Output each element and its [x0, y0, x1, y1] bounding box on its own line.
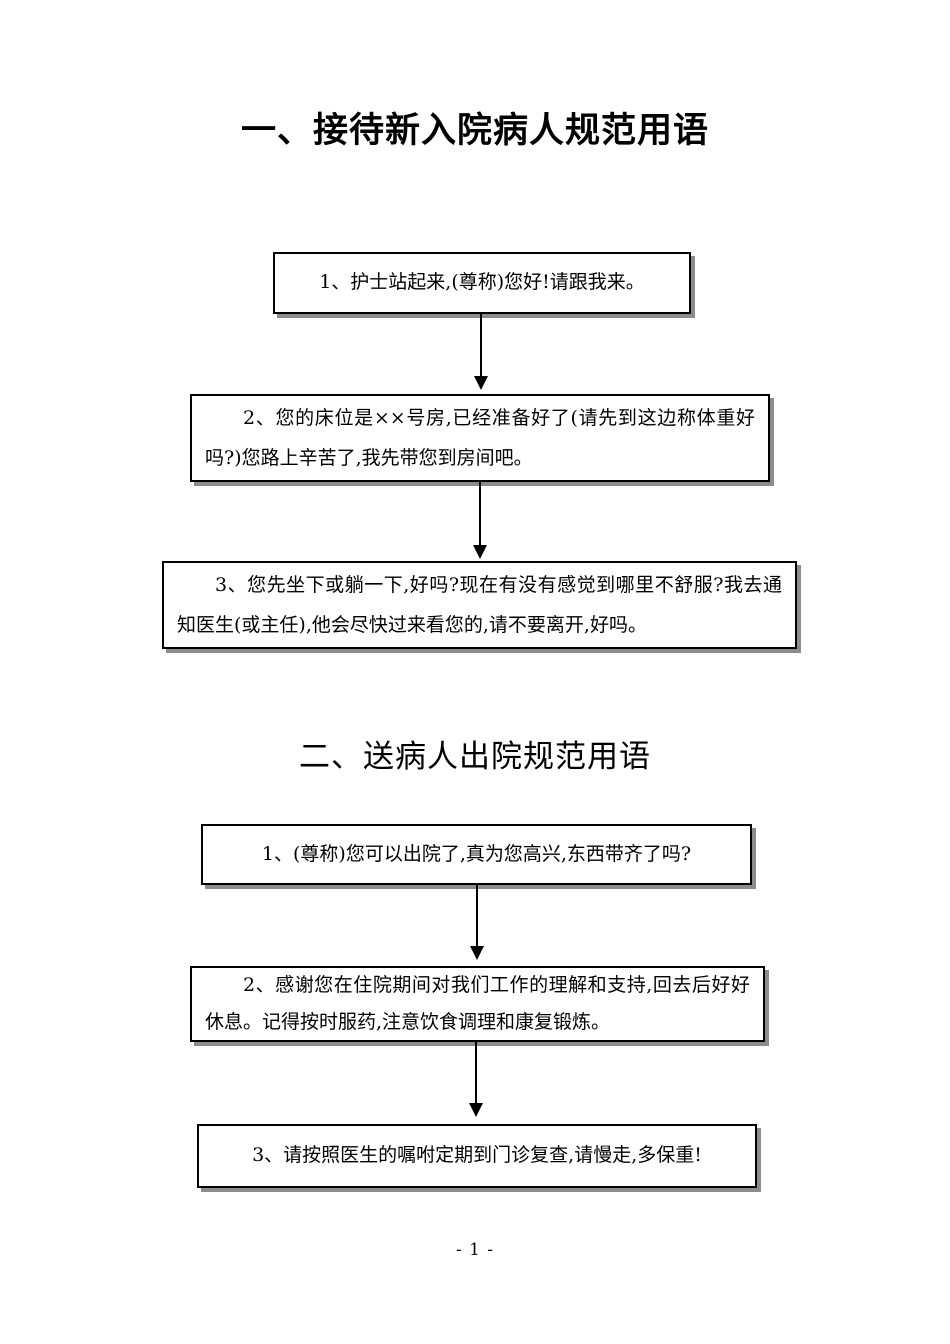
flowchart-box-admission-1: 1、护士站起来,(尊称)您好!请跟我来。: [273, 252, 691, 314]
flowchart-box-admission-3: 3、您先坐下或躺一下,好吗?现在有没有感觉到哪里不舒服?我去通知医生(或主任),…: [162, 561, 797, 649]
flowchart-box-text: 1、(尊称)您可以出院了,真为您高兴,东西带齐了吗?: [261, 842, 692, 865]
flowchart-box-discharge-3: 3、请按照医生的嘱咐定期到门诊复查,请慢走,多保重!: [197, 1124, 757, 1188]
flowchart-box-admission-2: 2、您的床位是××号房,已经准备好了(请先到这边称体重好吗?)您路上辛苦了,我先…: [190, 394, 770, 482]
flowchart-box-text: 3、请按照医生的嘱咐定期到门诊复查,请慢走,多保重!: [252, 1144, 702, 1167]
down-arrow-icon: [469, 1042, 483, 1117]
down-arrow-icon: [470, 885, 484, 960]
down-arrow-icon: [474, 314, 488, 390]
page-number: - 1 -: [455, 1240, 495, 1260]
flowchart-box-discharge-2: 2、感谢您在住院期间对我们工作的理解和支持,回去后好好休息。记得按时服药,注意饮…: [190, 966, 765, 1042]
flowchart-box-text: 1、护士站起来,(尊称)您好!请跟我来。: [319, 271, 645, 294]
flowchart-box-discharge-1: 1、(尊称)您可以出院了,真为您高兴,东西带齐了吗?: [201, 824, 752, 885]
flowchart-box-text: 2、您的床位是××号房,已经准备好了(请先到这边称体重好吗?)您路上辛苦了,我先…: [205, 407, 755, 469]
section-2-title: 二、送病人出院规范用语: [299, 739, 651, 775]
down-arrow-icon: [473, 482, 487, 559]
section-1-title: 一、接待新入院病人规范用语: [240, 110, 709, 151]
flowchart-box-text: 3、您先坐下或躺一下,好吗?现在有没有感觉到哪里不舒服?我去通知医生(或主任),…: [177, 574, 782, 636]
flowchart-box-text: 2、感谢您在住院期间对我们工作的理解和支持,回去后好好休息。记得按时服药,注意饮…: [205, 974, 750, 1033]
